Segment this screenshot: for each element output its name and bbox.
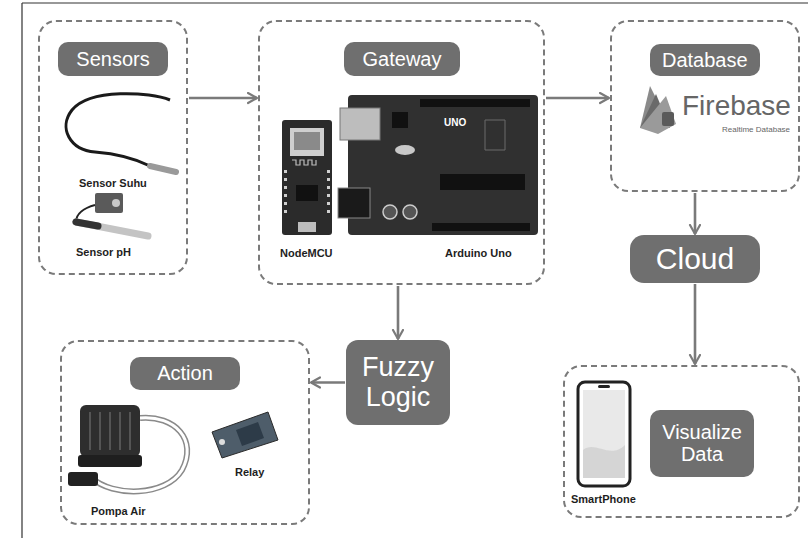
heading-pill: Sensors bbox=[58, 42, 168, 76]
part-label: NodeMCU bbox=[280, 247, 333, 259]
water-pump bbox=[68, 405, 187, 491]
process-box: Fuzzy Logic bbox=[346, 340, 450, 425]
heading-pill: Gateway bbox=[344, 42, 460, 76]
nodemcu-board bbox=[282, 120, 332, 235]
group-frame: Action bbox=[60, 340, 310, 525]
arduino-board bbox=[338, 95, 538, 235]
part-label: Realtime Database bbox=[722, 125, 790, 134]
part-label: UNO bbox=[444, 117, 466, 128]
group-frame: SmartPhone Visualize Data bbox=[563, 365, 800, 518]
temperature-sensor bbox=[66, 94, 176, 172]
flow-arrow bbox=[694, 284, 697, 364]
flow-arrow bbox=[546, 97, 609, 100]
box-label: Visualize Data bbox=[658, 422, 746, 465]
part-label: SmartPhone bbox=[571, 493, 636, 505]
heading-pill: Action bbox=[130, 357, 240, 390]
heading-pill: Database bbox=[650, 44, 760, 76]
smartphone-illustration bbox=[578, 382, 630, 486]
part-label: Sensor pH bbox=[76, 246, 131, 258]
firebase-logo bbox=[640, 86, 676, 134]
relay-module bbox=[212, 412, 278, 458]
process-box: Visualize Data bbox=[650, 410, 754, 477]
flow-arrow bbox=[189, 97, 257, 100]
flow-arrow bbox=[694, 193, 697, 234]
group-frame: Gateway bbox=[258, 20, 545, 285]
part-label: Pompa Air bbox=[91, 505, 146, 517]
frame-line bbox=[22, 3, 808, 538]
ph-sensor bbox=[76, 193, 148, 236]
part-label: Arduino Uno bbox=[445, 247, 512, 259]
flow-arrow bbox=[397, 286, 400, 339]
part-label: Sensor Suhu bbox=[79, 177, 147, 189]
process-box: Cloud bbox=[630, 235, 760, 283]
group-frame: Sensors bbox=[38, 20, 188, 275]
box-label: Cloud bbox=[656, 243, 734, 275]
flow-arrow bbox=[311, 381, 345, 384]
part-label: Firebase bbox=[682, 90, 791, 122]
box-label: Fuzzy Logic bbox=[354, 353, 442, 411]
part-label: Relay bbox=[235, 466, 264, 478]
